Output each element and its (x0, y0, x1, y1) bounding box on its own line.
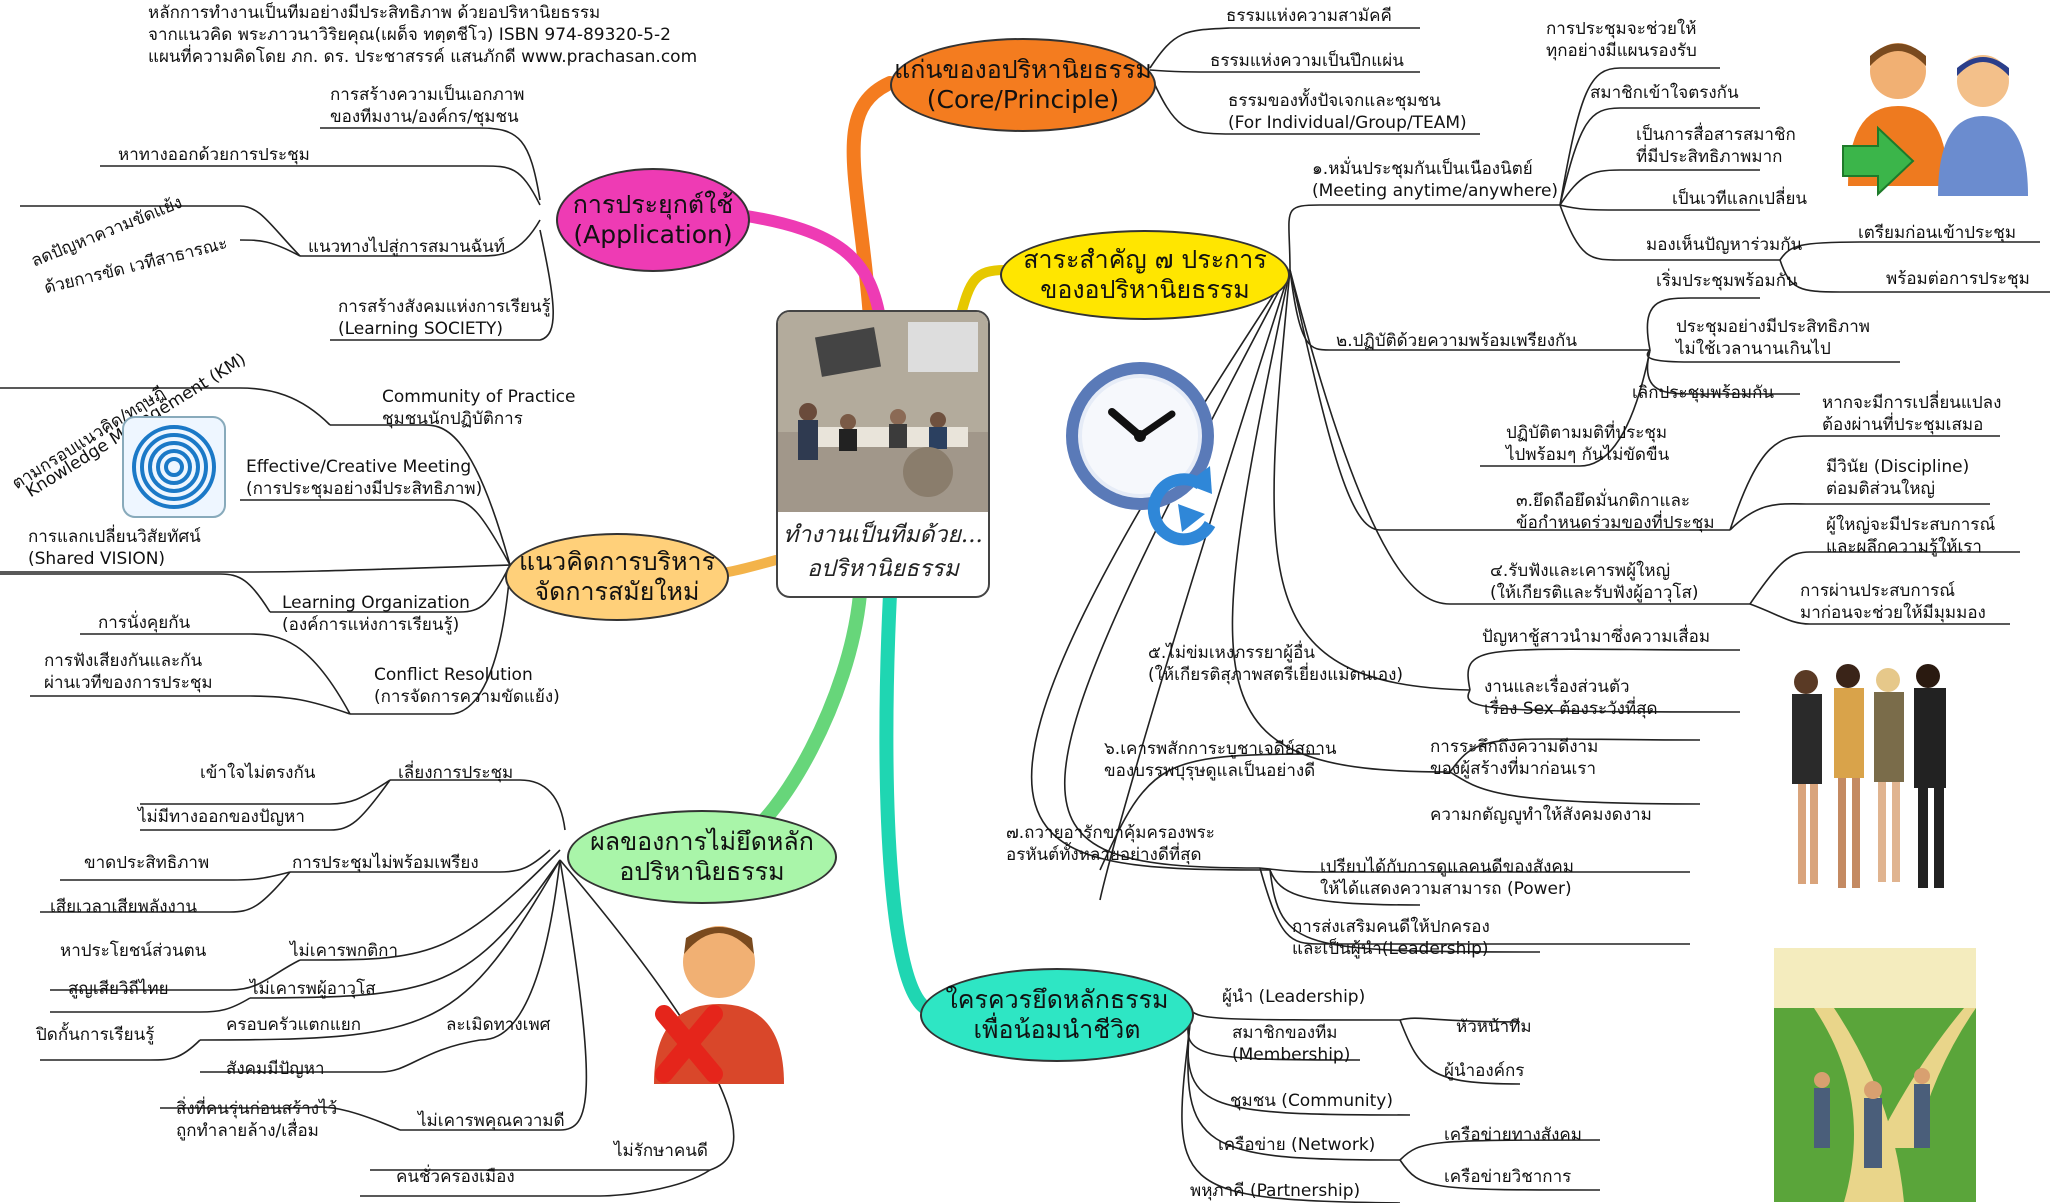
essence-detail: งานและเรื่องส่วนตัว เรื่อง Sex ต้องระวัง… (1484, 677, 1658, 719)
node-essence[interactable]: สาระสำคัญ ๗ ประการ ของอปริหานิยธรรม (1000, 230, 1290, 320)
essence-detail: เริ่มประชุมพร้อมกัน (1656, 271, 1798, 291)
essence-item: ๒.ปฏิบัติด้วยความพร้อมเพรียงกัน (1336, 331, 1577, 351)
who-sub: เครือข่ายวิชาการ (1444, 1167, 1572, 1187)
negative-sub: ไม่มีทางออกของปัญหา (138, 807, 305, 827)
negative-sub: สังคมมีปัญหา (226, 1059, 325, 1079)
fingerprint-icon (122, 416, 226, 518)
trunk-application (734, 209, 886, 324)
who-sub: เครือข่ายทางสังคม (1444, 1125, 1582, 1145)
header-line-3: แผนที่ความคิดโดย ภก. ดร. ประชาสรรค์ แสนภ… (148, 47, 698, 67)
negative-sub: สูญเสียวิถีไทย (68, 979, 169, 999)
negative-item: ไม่เคารพคุณความดี (418, 1111, 565, 1131)
clock-refresh-icon (1066, 362, 1216, 546)
who-item: สมาชิกของทีม (Membership) (1232, 1023, 1351, 1065)
person-reject-icon (654, 926, 784, 1084)
essence-detail: สมาชิกเข้าใจตรงกัน (1590, 83, 1739, 103)
core-item: ธรรมแห่งความสามัคคี (1226, 6, 1392, 26)
core-item: ธรรมแห่งความเป็นปึกแผ่น (1210, 51, 1404, 71)
node-application[interactable]: การประยุกต์ใช้ (Application) (556, 168, 750, 272)
essence-detail: หากจะมีการเปลี่ยนแปลง ต้องผ่านที่ประชุมเ… (1822, 393, 2002, 435)
essence-detail: ผู้ใหญ่จะมีประสบการณ์ และผลึกความรู้ให้เ… (1826, 515, 1996, 557)
essence-detail: พร้อมต่อการประชุม (1886, 269, 2030, 289)
modern-vision: การแลกเปลี่ยนวิสัยทัศน์ (Shared VISION) (28, 527, 201, 569)
essence-detail: เตรียมก่อนเข้าประชุม (1858, 223, 2017, 243)
negative-sub: คนชั่วครองเมือง (396, 1167, 515, 1187)
application-item: การสร้างความเป็นเอกภาพ ของทีมงาน/องค์กร/… (330, 85, 525, 127)
who-sub: ผู้นำองค์กร (1444, 1061, 1525, 1081)
essence-detail: เป็นการสื่อสารสมาชิก ที่มีประสิทธิภาพมาก (1636, 125, 1796, 167)
modern-item: Learning Organization (องค์การแห่งการเรี… (282, 593, 470, 635)
essence-detail: การระลึกถึงความดีงาม ของผู้สร้างที่มาก่อ… (1430, 737, 1599, 779)
header-line-2: จากแนวคิด พระภาวนาวิริยคุณ(เผด็จ ทตฺตชีโ… (148, 25, 671, 45)
essence-detail: เปรียบได้กับการดูแลคนดีของสังคม ให้ได้แส… (1320, 857, 1574, 899)
negative-sub: เสียเวลาเสียพลังงาน (50, 897, 198, 917)
modern-talk: การนั่งคุยกัน (98, 613, 191, 633)
essence-detail: เป็นเวทีแลกเปลี่ยน (1672, 189, 1808, 209)
node-negative[interactable]: ผลของการไม่ยึดหลัก อปริหานิยธรรม (567, 810, 837, 904)
center-topic[interactable]: ทำงานเป็นทีมด้วย... อปริหานิยธรรม (776, 310, 990, 598)
who-sub: หัวหน้าทีม (1456, 1017, 1532, 1037)
essence-item: ๑.หมั่นประชุมกันเป็นเนืองนิตย์ (Meeting … (1312, 159, 1559, 201)
negative-item: ไม่เคารพผู้อาวุโส (250, 979, 376, 999)
negative-sub: ปิดกั้นการเรียนรู้ (36, 1025, 155, 1045)
who-item: ชุมชน (Community) (1230, 1091, 1393, 1111)
trunk-negative (733, 587, 867, 847)
people-share-icon (1842, 43, 2028, 197)
negative-sub: หาประโยชน์ส่วนตน (60, 941, 207, 961)
essence-detail: ปัญหาชู้สาวนำมาซึ่งความเสื่อม (1482, 627, 1711, 647)
node-core[interactable]: แก่นของอปริหานิยธรรม (Core/Principle) (890, 38, 1156, 132)
essence-item: ๕.ไม่ข่มเหงภรรยาผู้อื่น (ให้เกียรติสุภาพ… (1148, 643, 1404, 685)
business-women-illustration (1792, 664, 1946, 888)
essence-detail: มองเห็นปัญหาร่วมกัน (1646, 235, 1803, 255)
who-item: พหุภาคี (Partnership) (1190, 1181, 1361, 1201)
essence-detail: เลิกประชุมพร้อมกัน (1632, 383, 1774, 403)
who-item: เครือข่าย (Network) (1218, 1135, 1376, 1155)
negative-sub: ขาดประสิทธิภาพ (84, 853, 210, 873)
node-modern[interactable]: แนวคิดการบริหาร จัดการสมัยใหม่ (505, 533, 729, 621)
modern-listen: การฟังเสียงกันและกัน ผ่านเวทีของการประชุ… (44, 651, 213, 693)
negative-sub: สิ่งที่คนรุ่นก่อนสร้างไว้ ถูกทำลายล้าง/เ… (176, 1099, 338, 1141)
application-item: หาทางออกด้วยการประชุม (118, 145, 310, 165)
negative-item: เลี่ยงการประชุม (398, 763, 514, 783)
meeting-photo (778, 312, 988, 512)
essence-item: ๗.ถวายอารักขาคุ้มครองพระ อรหันต์ทั้งหลาย… (1006, 823, 1215, 865)
modern-item: Community of Practice ชุมชนนักปฏิบัติการ (382, 387, 576, 429)
modern-item: Conflict Resolution (การจัดการความขัดแย้… (374, 665, 560, 707)
negative-item: ละเมิดทางเพศ (446, 1015, 551, 1035)
trunk-essence (955, 265, 1010, 323)
application-item: การสร้างสังคมแห่งการเรียนรู้ (Learning S… (338, 297, 551, 339)
negative-item: ไม่รักษาคนดี (614, 1141, 708, 1161)
crossroads-illustration (1774, 948, 1976, 1202)
essence-detail: การส่งเสริมคนดีให้ปกครอง และเป็นผู้นำ(Le… (1292, 917, 1490, 959)
negative-sub: เข้าใจไม่ตรงกัน (200, 763, 316, 783)
essence-detail: มีวินัย (Discipline) ต่อมติส่วนใหญ่ (1826, 457, 1970, 499)
center-caption: ทำงานเป็นทีมด้วย... อปริหานิยธรรม (783, 522, 983, 582)
modern-item: Effective/Creative Meeting (การประชุมอย่… (246, 457, 483, 499)
who-item: ผู้นำ (Leadership) (1222, 987, 1366, 1007)
essence-detail: การประชุมจะช่วยให้ ทุกอย่างมีแผนรองรับ (1546, 19, 1697, 61)
negative-sub: ครอบครัวแตกแยก (226, 1015, 362, 1035)
essence-item: ๖.เคารพสักการะบูชาเจดีย์สถาน ของบรรพบุรุ… (1104, 739, 1337, 781)
negative-item: ไม่เคารพกติกา (290, 941, 398, 961)
trunk-who (879, 587, 937, 1017)
essence-item: ๔.รับฟังและเคารพผู้ใหญ่ (ให้เกียรติและรั… (1490, 561, 1699, 603)
essence-detail: การผ่านประสบการณ์ มาก่อนจะช่วยให้มีมุมมอ… (1800, 581, 1986, 623)
application-item: แนวทางไปสู่การสมานฉันท์ (308, 237, 506, 257)
negative-item: การประชุมไม่พร้อมเพรียง (292, 853, 479, 873)
header-line-1: หลักการทำงานเป็นทีมอย่างมีประสิทธิภาพ ด้… (148, 3, 601, 23)
essence-detail: ประชุมอย่างมีประสิทธิภาพ ไม่ใช้เวลานานเก… (1676, 317, 1870, 359)
essence-detail: ความกตัญญูทำให้สังคมงดงาม (1430, 805, 1652, 825)
node-who[interactable]: ใครควรยึดหลักธรรม เพื่อน้อมนำชีวิต (920, 968, 1194, 1062)
essence-detail: ปฏิบัติตามมติที่ประชุม ไปพร้อมๆ กันไม่ขั… (1506, 423, 1670, 465)
essence-item: ๓.ยึดถือยึดมั่นกติกาและ ข้อกำหนดร่วมของท… (1516, 491, 1715, 533)
core-item: ธรรมของทั้งปัจเจกและชุมชน (For Individua… (1228, 91, 1467, 133)
